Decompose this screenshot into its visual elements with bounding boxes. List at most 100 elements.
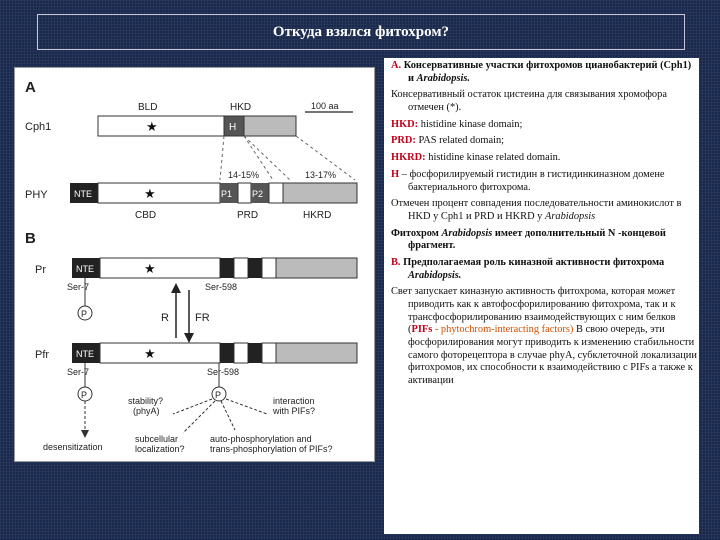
light-text-d: В свою очередь, эти фосфорилирования мог…	[408, 324, 697, 387]
para-a-arabidopsis: Arabidopsis.	[416, 72, 471, 84]
pfr-ser598-p: P	[215, 390, 221, 400]
para-b-text: Предполагаемая роль киназной активности …	[403, 256, 665, 268]
h-key: H	[391, 168, 400, 180]
pfr-nte-label: NTE	[76, 349, 94, 359]
domain-diagram: A BLD HKD 100 aa Cph1 ★ H 14-15% 13-17% …	[25, 79, 358, 454]
nterm-text-a: Фитохром	[391, 227, 439, 239]
pr-block1	[220, 258, 234, 278]
pr-star: ★	[144, 261, 156, 276]
prd-key: PRD:	[391, 135, 416, 147]
prd-label: PRD	[237, 210, 258, 221]
phy-p2-box	[251, 183, 269, 203]
cph1-h-label: H	[229, 122, 236, 133]
para-light: Свет запускает киназную активность фитох…	[384, 286, 699, 388]
phy-nte-box	[70, 183, 98, 203]
pr-ser7-p: P	[81, 309, 87, 319]
para-hkd: HKD: histidine kinase domain;	[384, 119, 699, 132]
subcellular-sub-label: localization?	[135, 444, 185, 454]
pfr-gap2	[261, 342, 277, 364]
slide-title: Откуда взялся фитохром?	[37, 14, 685, 50]
desensitization-label: desensitization	[43, 442, 103, 452]
cph1-bld-box	[97, 115, 225, 137]
pfr-star: ★	[144, 346, 156, 361]
subcellular-label: subcellular	[135, 434, 178, 444]
domain-figure: A BLD HKD 100 aa Cph1 ★ H 14-15% 13-17% …	[14, 67, 375, 462]
phy-p2-label: P2	[252, 189, 263, 199]
light-pifs: PIFs	[411, 324, 433, 336]
para-hkrd: HKRD: histidine kinase related domain.	[384, 152, 699, 165]
panel-b-label: B	[25, 230, 36, 247]
phy-p1-box	[220, 183, 238, 203]
para-a-letter: А.	[391, 60, 402, 71]
para-cysteine: Консервативный остаток цистеина для связ…	[391, 89, 667, 114]
h-value: – фосфорилируемый гистидин в гистидинкин…	[401, 168, 665, 193]
para-a-text: Консервативные участки фитохромов цианоб…	[403, 60, 692, 84]
scale-label: 100 aa	[311, 101, 339, 111]
para-b-arabidopsis: Arabidopsis.	[408, 269, 462, 281]
pfr-block2	[248, 343, 262, 363]
interaction-label: interaction	[273, 396, 315, 406]
cph1-label: Cph1	[25, 121, 51, 133]
phy-star: ★	[144, 186, 156, 201]
phy-p1-label: P1	[221, 189, 232, 199]
pfr-ser598-circle	[211, 386, 227, 402]
cph1-star: ★	[146, 119, 158, 134]
nterm-text-c: имеет дополнительный N -концевой фрагмен…	[408, 227, 666, 252]
hkd-key: HKD:	[391, 118, 419, 130]
interaction-arrow	[225, 398, 268, 415]
connector-1	[219, 135, 225, 181]
pfr-gap1	[233, 342, 249, 364]
autophos-sub-label: trans-phosphorylation of PIFs?	[210, 444, 333, 454]
hkrd-key: HKRD:	[391, 152, 426, 164]
pr-ser598-label: Ser-598	[205, 282, 237, 292]
cbd-label: CBD	[135, 210, 156, 221]
pct1-label: 14-15%	[228, 170, 259, 180]
bld-label: BLD	[138, 102, 157, 113]
pr-gap2	[261, 257, 277, 279]
nterm-arabidopsis: Arabidopsis	[441, 227, 493, 239]
pr-nte-box	[72, 258, 100, 278]
para-b-letter: В.	[391, 256, 401, 268]
subcellular-arrow	[182, 400, 216, 434]
fr-label: FR	[195, 312, 210, 324]
arrow-up-head	[171, 283, 181, 293]
pfr-body-box	[99, 342, 221, 364]
autophos-arrow	[220, 400, 236, 431]
percent-arabidopsis: Arabidopsis	[545, 210, 596, 222]
pfr-ser7-label: Ser-7	[67, 367, 89, 377]
para-percent: Отмечен процент совпадения последователь…	[384, 198, 699, 223]
stability-label: stability?	[128, 396, 163, 406]
pr-label: Pr	[35, 264, 46, 276]
light-text-a: Свет запускает киназную активность фитох…	[391, 286, 676, 336]
phy-cbd-box	[97, 182, 221, 204]
hkd-value: histidine kinase domain;	[420, 118, 523, 130]
panel-a-label: A	[25, 79, 36, 96]
hkrd-value: histidine kinase related domain.	[428, 152, 561, 164]
pfr-nte-box	[72, 343, 100, 363]
phy-gap-box	[237, 182, 252, 204]
arrow-down-head	[184, 333, 194, 343]
pfr-ser7-p: P	[81, 390, 87, 400]
para-h: H – фосфорилируемый гистидин в гистидинк…	[384, 169, 699, 194]
pfr-label: Pfr	[35, 349, 49, 361]
percent-text: Отмечен процент совпадения последователь…	[391, 198, 682, 222]
pr-hkrd-box	[275, 257, 358, 279]
pr-ser7-circle	[77, 305, 93, 321]
pr-block2	[248, 258, 262, 278]
r-label: R	[161, 312, 169, 324]
pfr-hkrd-box	[275, 342, 358, 364]
pct2-label: 13-17%	[305, 170, 336, 180]
interaction-sub-label: with PIFs?	[272, 406, 315, 416]
para-prd: PRD: PAS related domain;	[384, 135, 699, 148]
pr-body-box	[99, 257, 221, 279]
connector-3	[243, 135, 291, 181]
light-pifs-def: - phytochrom-interacting factors)	[434, 324, 574, 336]
pfr-block1	[220, 343, 234, 363]
pr-ser7-label: Ser-7	[67, 282, 89, 292]
pr-gap1	[233, 257, 249, 279]
phy-label: PHY	[25, 189, 48, 201]
hkrd-label: HKRD	[303, 210, 331, 221]
hkd-label: HKD	[230, 102, 251, 113]
connector-2	[243, 135, 274, 181]
desens-arrow-head	[81, 430, 89, 438]
